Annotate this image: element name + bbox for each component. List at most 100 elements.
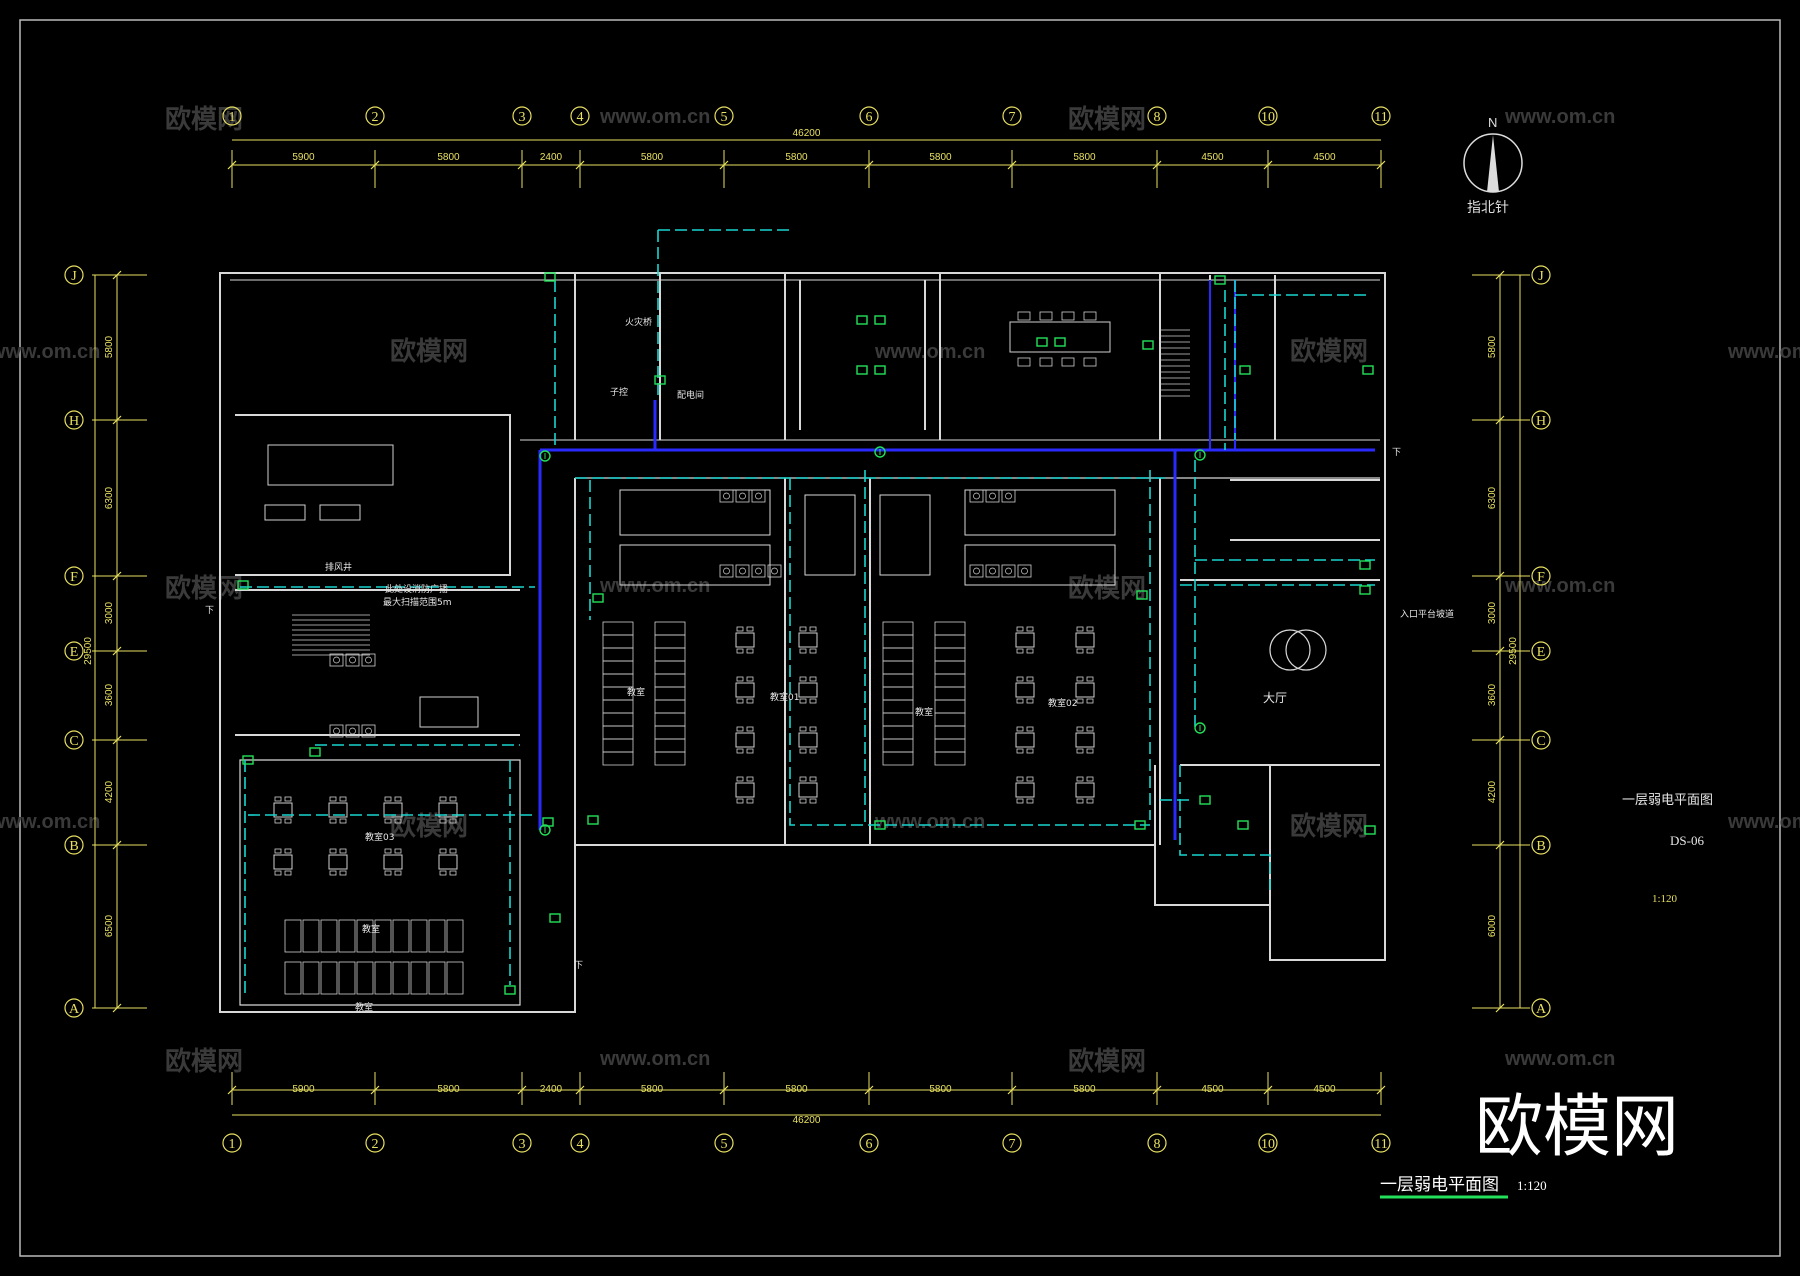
chair <box>746 676 754 682</box>
watermark-url: www.om.cn <box>874 341 985 363</box>
room-exhaust: 排风井 <box>325 561 352 573</box>
axis-label-row: E <box>1537 645 1546 660</box>
north-arrow: N 指北针 <box>1463 115 1523 216</box>
axis-label-row: B <box>1536 839 1545 854</box>
dimension-slash <box>112 1003 122 1013</box>
axis-bubble-row <box>64 410 84 430</box>
axis-label-col: 10 <box>1261 1137 1275 1152</box>
chair <box>746 648 754 654</box>
chair <box>746 776 754 782</box>
axis-label-col: 4 <box>577 110 584 125</box>
dimension-slash <box>1495 646 1505 656</box>
classroom-desk <box>328 802 348 818</box>
axis-bubble-row <box>1531 566 1551 586</box>
cubby <box>428 961 446 995</box>
sink-bowl <box>755 567 762 575</box>
side-scale: 1:120 <box>1652 893 1678 905</box>
chair <box>1061 357 1075 367</box>
chair <box>809 776 817 782</box>
dimension-slash <box>112 270 122 280</box>
camera-device <box>1199 795 1211 805</box>
axis-bubble-col <box>222 1133 242 1153</box>
chair <box>1086 626 1094 632</box>
chair <box>339 848 347 854</box>
camera-device <box>309 747 321 757</box>
axis-bubble-col <box>859 1133 879 1153</box>
classroom-desk <box>1075 682 1095 698</box>
camera-device <box>874 315 886 325</box>
sink <box>969 489 984 503</box>
chair <box>1016 648 1024 654</box>
north-letter: N <box>1488 115 1497 130</box>
room-power: 配电间 <box>677 389 704 401</box>
dimension-value: 4200 <box>104 780 115 803</box>
chair <box>1076 676 1084 682</box>
dimension-value: 3000 <box>1487 601 1498 624</box>
chair <box>736 776 744 782</box>
chair <box>1026 798 1034 804</box>
dimension-value: 4200 <box>1487 780 1498 803</box>
chair <box>384 870 392 876</box>
axis-label-col: 2 <box>372 1137 379 1152</box>
classroom-desk <box>1015 782 1035 798</box>
cubby <box>356 919 374 953</box>
classroom-desk <box>735 782 755 798</box>
side-title: 一层弱电平面图 <box>1622 793 1713 808</box>
camera-device <box>242 755 254 765</box>
dimension-value: 4500 <box>1201 1084 1224 1095</box>
drawing-number: DS-06 <box>1670 833 1704 848</box>
chair <box>809 748 817 754</box>
access-point-device <box>1194 722 1206 734</box>
room-classroom-d: 教室02 <box>1048 697 1077 709</box>
axis-bubble-col <box>1002 1133 1022 1153</box>
watermark-text: 欧模网 <box>390 336 468 367</box>
chair <box>1026 626 1034 632</box>
chair <box>394 796 402 802</box>
chair <box>736 698 744 704</box>
chair <box>799 726 807 732</box>
chair <box>746 798 754 804</box>
sink <box>719 489 734 503</box>
axis-bubble-row <box>64 835 84 855</box>
chair <box>1086 698 1094 704</box>
room-classroom-b: 教室01 <box>770 691 799 703</box>
stair-down-1: 下 <box>1392 448 1401 458</box>
hall-symbol <box>1269 629 1327 671</box>
camera-device <box>1136 590 1148 600</box>
axis-bubble-col <box>365 1133 385 1153</box>
chair <box>809 698 817 704</box>
sink <box>1001 489 1016 503</box>
cubby <box>392 961 410 995</box>
chair <box>1026 726 1034 732</box>
camera-device <box>856 365 868 375</box>
sink <box>345 724 360 738</box>
camera-device <box>1036 337 1048 347</box>
axis-label-col: 1 <box>229 1137 236 1152</box>
sink-bowl <box>739 492 746 500</box>
chair <box>1061 311 1075 321</box>
dimension-value: 4500 <box>1313 1084 1336 1095</box>
axis-bubble-col <box>1258 1133 1278 1153</box>
dimension-value: 5800 <box>785 152 808 163</box>
sink-bowl <box>1021 567 1028 575</box>
chair <box>1017 357 1031 367</box>
locker-cell <box>602 751 634 766</box>
chair <box>1086 726 1094 732</box>
watermark-text: 欧模网 <box>1068 104 1146 135</box>
chair <box>274 796 282 802</box>
cubby <box>446 919 464 953</box>
locker-cell <box>882 751 914 766</box>
dimension-total: 46200 <box>793 128 821 139</box>
chair <box>1026 676 1034 682</box>
axis-bubble-row <box>64 265 84 285</box>
chair <box>439 870 447 876</box>
sink-bowl <box>365 727 372 735</box>
axis-bubble-col <box>1147 1133 1167 1153</box>
dimension-value: 3600 <box>104 683 115 706</box>
axis-label-col: 11 <box>1374 110 1387 125</box>
room-labels: 火灾桥 子控 配电间 排风井 此处设消防广播 最大扫描范围5m 教室 教室01 … <box>205 316 1454 1013</box>
axis-bubble-col <box>570 1133 590 1153</box>
axis-bubble-row <box>64 730 84 750</box>
title-text: 一层弱电平面图 <box>1380 1175 1499 1195</box>
cubby <box>320 961 338 995</box>
